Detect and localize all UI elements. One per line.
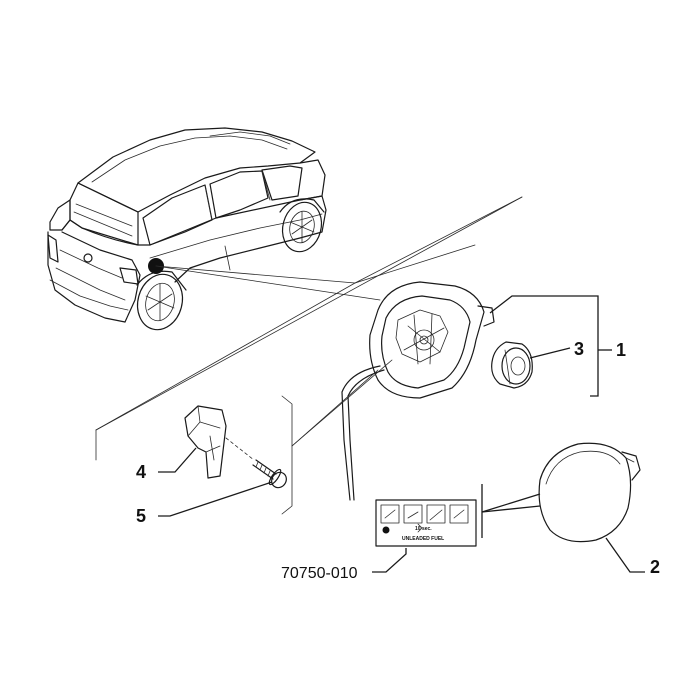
vehicle-illustration: [47, 127, 327, 331]
detail-frame: [95, 196, 523, 461]
leader-lines: [158, 295, 645, 573]
bracket-part-4: [184, 405, 227, 479]
fuel-cap-part-3: [491, 341, 533, 389]
callout-1: 1: [616, 340, 626, 360]
callout-2: 2: [650, 557, 660, 577]
fuel-label-timer: 10 sec.: [415, 526, 432, 532]
fuel-label-text: UNLEADED FUEL: [402, 536, 444, 542]
callout-4: 4: [136, 462, 146, 482]
screw-part-5: [225, 437, 287, 489]
group-bracket-4-5: [281, 359, 393, 515]
fuel-label-decal: 10 sec. UNLEADED FUEL: [375, 499, 477, 547]
callout-5: 5: [136, 506, 146, 526]
part-number-label: 70750-010: [281, 565, 358, 582]
callout-3: 3: [574, 339, 584, 359]
fuel-filler-housing: [341, 281, 495, 501]
fuel-flap-part-2: [538, 442, 641, 543]
